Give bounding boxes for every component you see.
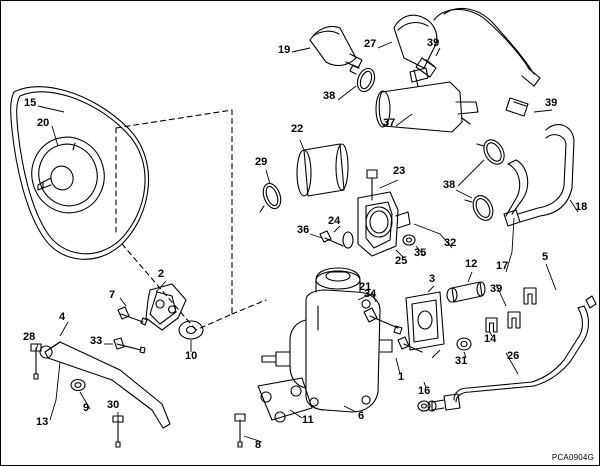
hose-top-right	[433, 7, 541, 87]
callout-31: 31	[455, 355, 468, 367]
bolt-23	[366, 169, 378, 201]
callout-39-b: 39	[545, 97, 558, 109]
bolt-1b	[397, 336, 423, 353]
clamp-38a	[349, 64, 376, 93]
bolt-8	[234, 413, 246, 448]
callout-28: 28	[23, 331, 36, 343]
fitting-12	[446, 281, 486, 303]
power-steering-pump-6	[261, 267, 393, 413]
callout-10: 10	[185, 350, 198, 362]
callout-32: 32	[444, 237, 457, 249]
callout-2: 2	[158, 268, 165, 280]
drive-belt	[10, 86, 150, 260]
callout-37: 37	[383, 117, 396, 129]
callout-33: 33	[90, 335, 103, 347]
callout-36: 36	[297, 224, 310, 236]
pulley	[31, 136, 105, 214]
callout-16: 16	[418, 385, 431, 397]
clamp-38b	[476, 139, 505, 165]
callout-27: 27	[364, 38, 377, 50]
nut-9	[70, 378, 86, 392]
support-bracket-4	[39, 341, 171, 429]
callout-12: 12	[465, 258, 478, 270]
callout-39-c: 39	[490, 283, 503, 295]
nut-31	[456, 337, 472, 351]
callout-24: 24	[328, 215, 341, 227]
bolt-1	[363, 307, 403, 335]
clamp-39b	[505, 97, 529, 117]
clip-39c	[507, 311, 521, 329]
washer-16	[417, 400, 431, 412]
callout-26: 26	[507, 350, 520, 362]
callout-8: 8	[255, 439, 262, 451]
callout-3: 3	[429, 273, 436, 285]
callout-30: 30	[107, 399, 120, 411]
callout-21: 21	[359, 281, 372, 293]
bolt-30	[112, 415, 124, 448]
callout-11: 11	[302, 414, 314, 426]
hose-5	[531, 295, 597, 387]
callout-6: 6	[358, 410, 365, 422]
bracket-2	[145, 283, 187, 331]
clamp-39	[415, 57, 437, 78]
callout-22: 22	[291, 123, 304, 135]
hose-18	[503, 124, 575, 227]
callout-23: 23	[393, 165, 406, 177]
callout-18: 18	[575, 201, 588, 213]
callout-13: 13	[36, 416, 49, 428]
callout-25: 25	[395, 255, 408, 267]
hose-27	[393, 14, 438, 69]
washer-35	[402, 234, 416, 246]
callout-19: 19	[278, 44, 291, 56]
washer-10	[178, 320, 204, 340]
clip-5	[523, 287, 537, 305]
callout-35: 35	[414, 247, 427, 259]
callout-34: 34	[364, 288, 377, 300]
hose-26	[427, 381, 535, 412]
callout-4: 4	[59, 311, 66, 323]
callout-7: 7	[109, 289, 116, 301]
callout-5: 5	[542, 251, 549, 263]
cylinder-37	[375, 67, 479, 133]
part-code-label: PCA0904G	[551, 453, 594, 462]
callout-38-b: 38	[443, 179, 456, 191]
callout-38-a: 38	[323, 90, 336, 102]
callout-17: 17	[496, 260, 509, 272]
callout-1: 1	[398, 371, 405, 383]
callout-15: 15	[24, 97, 37, 109]
pump-mount-bracket-21	[357, 191, 411, 257]
callout-9: 9	[83, 402, 90, 414]
callout-20: 20	[37, 117, 50, 129]
hose-17	[505, 159, 529, 217]
callout-29: 29	[255, 156, 268, 168]
hose-19	[309, 25, 363, 69]
bracket-3	[405, 291, 445, 351]
hose-22	[296, 143, 349, 197]
clip-14	[485, 317, 498, 333]
mounting-plate-11	[257, 377, 313, 423]
bolt-24	[319, 230, 344, 247]
washer-36	[342, 231, 354, 249]
callout-39-a: 39	[427, 37, 440, 49]
bolt-33	[113, 337, 146, 354]
callout-14: 14	[484, 333, 497, 345]
clamp-38c	[464, 195, 494, 221]
clamp-29	[259, 182, 282, 213]
bolt-7	[117, 306, 148, 326]
